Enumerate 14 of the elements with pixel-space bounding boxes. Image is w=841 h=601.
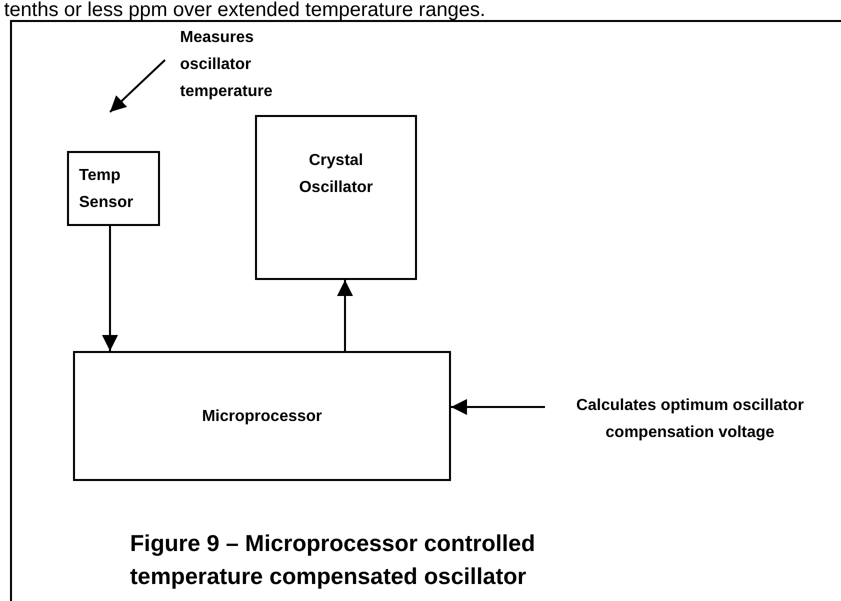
arrow <box>451 399 545 415</box>
arrow <box>337 280 353 351</box>
annotation-text: Calculates optimum oscillator compensation voltage <box>575 396 805 443</box>
box-label: Microprocessor <box>202 406 322 426</box>
arrow <box>102 226 118 351</box>
box-label: Temp Sensor <box>79 166 134 212</box>
process-box <box>73 351 451 481</box>
process-box <box>255 115 417 280</box>
process-box <box>67 151 160 226</box>
figure-caption: Figure 9 – Microprocessor controlled temperature compensated oscillator <box>130 529 536 591</box>
body-text: tenths or less ppm over extended temperature ranges. <box>4 0 486 21</box>
arrow <box>109 59 166 113</box>
annotation-text: Measures oscillator temperature <box>180 28 274 102</box>
box-label: Crystal Oscillator <box>298 151 374 198</box>
